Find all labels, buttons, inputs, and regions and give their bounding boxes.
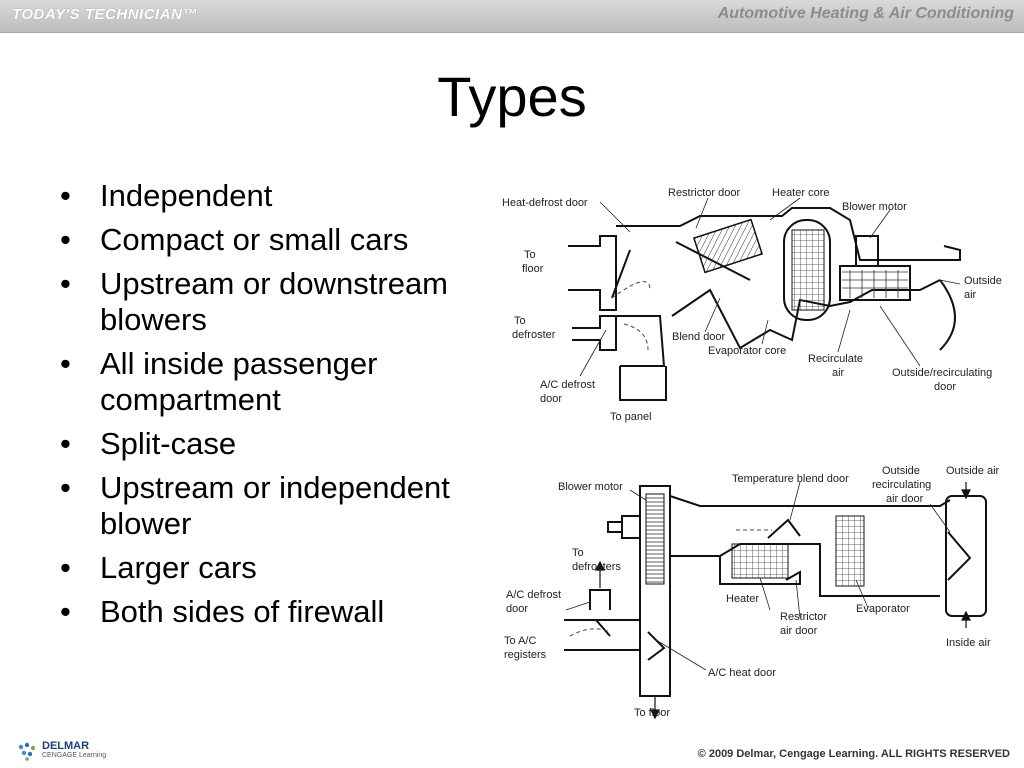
label-recirculating: recirculating — [872, 479, 931, 491]
label-evaporator-core: Evaporator core — [708, 345, 786, 357]
label-ac-defrost: A/C defrost — [540, 379, 595, 391]
label-inside-air: Inside air — [946, 637, 991, 649]
publisher-logo: DELMAR CENGAGE Learning — [16, 738, 136, 764]
copyright-notice: © 2009 Delmar, Cengage Learning. ALL RIG… — [697, 748, 1010, 760]
series-brand: TODAY'S TECHNICIAN™ — [12, 6, 198, 23]
label-door: door — [934, 381, 956, 393]
label-defrosters: defrosters — [572, 561, 621, 573]
label-temperature-blend-door: Temperature blend door — [732, 473, 849, 485]
bullet-item: Both sides of firewall — [58, 594, 478, 630]
label-blower-motor: Blower motor — [842, 201, 907, 213]
label-defroster: defroster — [512, 329, 556, 341]
bullet-item: Independent — [58, 178, 478, 214]
bullet-list: Independent Compact or small cars Upstre… — [58, 178, 478, 638]
label-outside: Outside — [964, 275, 1002, 287]
bullet-item: Upstream or downstream blowers — [58, 266, 478, 338]
bullet-item: Larger cars — [58, 550, 478, 586]
label-blower-motor: Blower motor — [558, 481, 623, 493]
label-heater: Heater — [726, 593, 759, 605]
label-to-floor: To floor — [634, 707, 670, 719]
label-to: To — [514, 315, 526, 327]
logo-name: DELMAR — [42, 740, 90, 752]
label-air: air — [964, 289, 977, 301]
label-air-door: air door — [780, 625, 818, 637]
label-recirculate: Recirculate — [808, 353, 863, 365]
label-floor: floor — [522, 263, 544, 275]
bullet-item: Compact or small cars — [58, 222, 478, 258]
label-registers: registers — [504, 649, 547, 661]
label-heater-core: Heater core — [772, 187, 829, 199]
label-restrictor-door: Restrictor door — [668, 187, 740, 199]
split-case-svg: Blower motor Temperature blend door Outs… — [504, 465, 1000, 720]
label-ac-defrost: A/C defrost — [506, 589, 561, 601]
label-restrictor: Restrictor — [780, 611, 827, 623]
independent-case-diagram: Heat-defrost door Restrictor door Heater… — [500, 180, 1015, 430]
label-air-door: air door — [886, 493, 924, 505]
delmar-logo-icon — [18, 742, 36, 761]
label-to: To — [524, 249, 536, 261]
bullet-item: Upstream or independent blower — [58, 470, 478, 542]
label-outside-recirculating: Outside/recirculating — [892, 367, 992, 379]
label-outside: Outside — [882, 465, 920, 477]
bullet-item: All inside passenger compartment — [58, 346, 478, 418]
label-air: air — [832, 367, 845, 379]
label-outside-air: Outside air — [946, 465, 1000, 477]
slide-title: Types — [437, 65, 587, 128]
book-title: Automotive Heating & Air Conditioning — [717, 5, 1014, 22]
label-to-ac: To A/C — [504, 635, 536, 647]
label-door: door — [506, 603, 528, 615]
split-case-diagram: Blower motor Temperature blend door Outs… — [500, 460, 1015, 720]
bullet-item: Split-case — [58, 426, 478, 462]
header-bar: TODAY'S TECHNICIAN™ Automotive Heating &… — [0, 0, 1024, 33]
independent-case-svg: Heat-defrost door Restrictor door Heater… — [502, 187, 1002, 423]
label-to: To — [572, 547, 584, 559]
label-door: door — [540, 393, 562, 405]
label-blend-door: Blend door — [672, 331, 726, 343]
label-to-panel: To panel — [610, 411, 652, 423]
label-ac-heat-door: A/C heat door — [708, 667, 776, 679]
label-evaporator: Evaporator — [856, 603, 910, 615]
logo-subtitle: CENGAGE Learning — [42, 752, 107, 759]
label-heat-defrost-door: Heat-defrost door — [502, 197, 588, 209]
